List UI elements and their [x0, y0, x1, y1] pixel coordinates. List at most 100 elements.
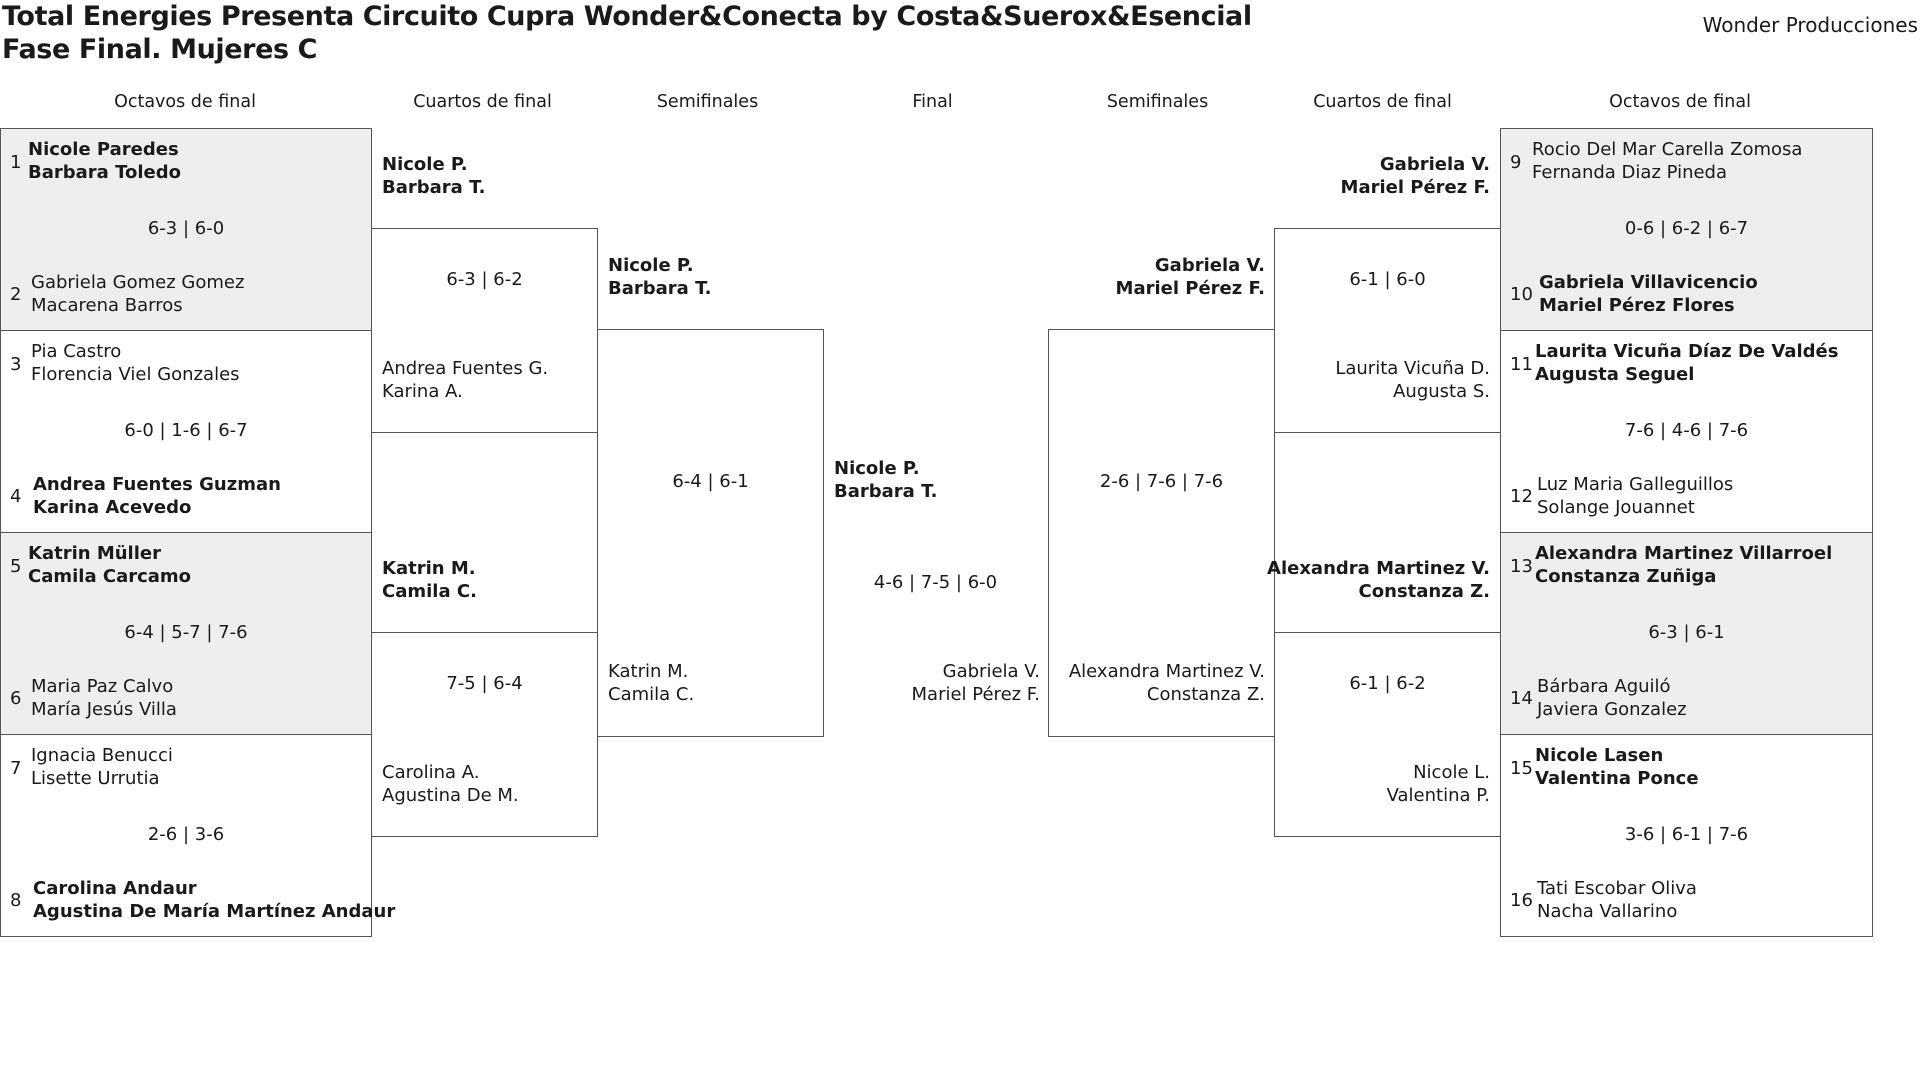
player-name: Gabriela Villavicencio: [1539, 272, 1758, 293]
player-name: Alexandra Martinez Villarroel: [1535, 543, 1833, 564]
team-entry: Katrin M.Camila C.: [608, 660, 694, 706]
match-box-left-sf[interactable]: [597, 329, 824, 737]
final-winner: Nicole P.Barbara T.: [834, 457, 937, 503]
seed-number: 10: [1510, 284, 1533, 305]
player-name: Mariel Pérez Flores: [1539, 295, 1735, 316]
player-name: Karina A.: [382, 381, 463, 402]
team-entry: Laurita Vicuña D.Augusta S.: [1335, 357, 1490, 403]
team-entry: Alexandra Martinez V.Constanza Z.: [1267, 557, 1490, 603]
player-name: Luz Maria Galleguillos: [1537, 474, 1734, 495]
seed-number: 11: [1510, 354, 1533, 375]
round-header-final: Final: [912, 92, 953, 112]
player-name: Augusta S.: [1393, 381, 1490, 402]
match-score: 0-6 | 6-2 | 6-7: [1624, 218, 1749, 239]
player-name: Barbara T.: [382, 177, 486, 198]
match-box-right-r16[interactable]: [1500, 128, 1873, 331]
player-name: Rocio Del Mar Carella Zomosa: [1532, 139, 1803, 160]
final-runner-up: Gabriela V.Mariel Pérez F.: [912, 660, 1040, 706]
player-name: Laurita Vicuña D.: [1335, 358, 1490, 379]
seed-number: 15: [1510, 758, 1533, 779]
player-name: Andrea Fuentes Guzman: [33, 474, 281, 495]
seed-number: 2: [10, 284, 22, 305]
team-entry: Nicole L.Valentina P.: [1387, 761, 1490, 807]
tournament-title: Total Energies Presenta Circuito Cupra W…: [2, 1, 1252, 32]
player-name: Macarena Barros: [31, 295, 183, 316]
round-header-right-qf: Cuartos de final: [1313, 92, 1452, 112]
seed-number: 16: [1510, 890, 1533, 911]
seed-number: 1: [10, 152, 22, 173]
player-name: Nicole Paredes: [28, 139, 179, 160]
player-name: Javiera Gonzalez: [1537, 699, 1687, 720]
round-header-left-qf: Cuartos de final: [413, 92, 552, 112]
player-name: Gabriela V.: [942, 661, 1040, 682]
player-name: Nacha Vallarino: [1537, 901, 1678, 922]
player-name: Mariel Pérez F.: [1115, 278, 1265, 299]
player-name: Constanza Zuñiga: [1535, 566, 1717, 587]
player-name: Nicole Lasen: [1535, 745, 1664, 766]
player-name: Lisette Urrutia: [31, 768, 160, 789]
match-score: 6-4 | 5-7 | 7-6: [124, 622, 248, 643]
player-name: Alexandra Martinez V.: [1068, 661, 1265, 682]
team-entry: Nicole P.Barbara T.: [608, 254, 711, 300]
player-name: Katrin M.: [608, 661, 689, 682]
player-name: Fernanda Diaz Pineda: [1532, 162, 1728, 183]
player-name: Valentina P.: [1386, 785, 1490, 806]
match-score: 7-6 | 4-6 | 7-6: [1624, 420, 1749, 441]
match-box-left-r16[interactable]: [0, 128, 372, 331]
team-entry: Gabriela V.Mariel Pérez F.: [1341, 153, 1490, 199]
seed-number: 6: [10, 688, 22, 709]
team-entry: Katrin M.Camila C.: [382, 557, 477, 603]
match-box-right-r16[interactable]: [1500, 734, 1873, 937]
player-name: Karina Acevedo: [33, 497, 192, 518]
seed-number: 9: [1510, 152, 1522, 173]
player-name: Maria Paz Calvo: [31, 676, 174, 697]
team-entry: Alexandra Martinez V.Constanza Z.: [1069, 660, 1265, 706]
seed-number: 8: [10, 890, 22, 911]
round-header-left-r16: Octavos de final: [114, 92, 256, 112]
match-score: 6-0 | 1-6 | 6-7: [124, 420, 248, 441]
match-box-left-r16[interactable]: [0, 532, 372, 735]
player-name: Augusta Seguel: [1535, 364, 1695, 385]
match-score: 6-3 | 6-0: [147, 218, 225, 239]
match-score: 4-6 | 7-5 | 6-0: [873, 572, 998, 593]
seed-number: 4: [10, 486, 22, 507]
round-header-left-sf: Semifinales: [656, 92, 759, 112]
match-score: 6-4 | 6-1: [672, 471, 749, 492]
player-name: Bárbara Aguiló: [1537, 676, 1671, 697]
player-name: Camila C.: [382, 581, 477, 602]
team-entry: Nicole P.Barbara T.: [382, 153, 485, 199]
player-name: Mariel Pérez F.: [911, 684, 1040, 705]
player-name: Ignacia Benucci: [31, 745, 173, 766]
match-score: 6-3 | 6-2: [446, 269, 523, 290]
seed-number: 7: [10, 758, 22, 779]
match-score: 7-5 | 6-4: [446, 673, 523, 694]
player-name: Carolina Andaur: [33, 878, 197, 899]
player-name: Nicole P.: [834, 458, 920, 479]
match-box-right-r16[interactable]: [1500, 532, 1873, 735]
match-box-right-sf[interactable]: [1048, 329, 1275, 737]
team-entry: Carolina A.Agustina De M.: [382, 761, 519, 807]
match-score: 6-1 | 6-2: [1349, 673, 1426, 694]
seed-number: 14: [1510, 688, 1533, 709]
player-name: Camila Carcamo: [28, 566, 192, 587]
player-name: Katrin Müller: [28, 543, 161, 564]
player-name: Gabriela V.: [1379, 154, 1490, 175]
seed-number: 5: [10, 556, 22, 577]
player-name: Constanza Z.: [1146, 684, 1265, 705]
player-name: Laurita Vicuña Díaz De Valdés: [1535, 341, 1839, 362]
player-name: Constanza Z.: [1358, 581, 1490, 602]
player-name: Agustina De M.: [382, 785, 519, 806]
